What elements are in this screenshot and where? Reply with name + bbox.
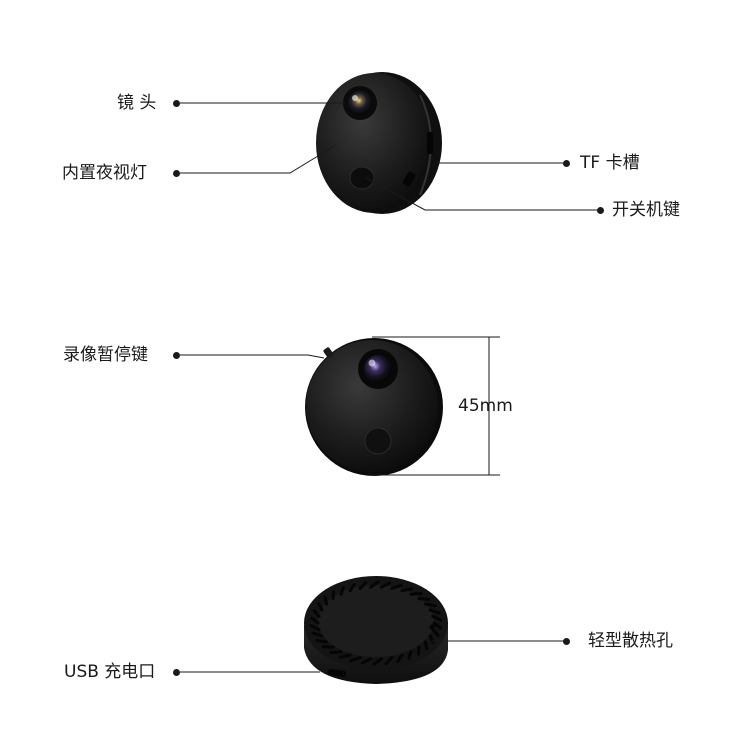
label-usb-port: USB 充电口 xyxy=(64,662,156,682)
usb-port-shape xyxy=(327,669,347,677)
vent-slit xyxy=(331,590,336,601)
label-power-key: 开关机键 xyxy=(612,200,680,220)
vent-slit xyxy=(339,586,345,596)
vent-slit xyxy=(372,657,383,666)
vent-slit xyxy=(428,608,441,615)
device-back-view xyxy=(304,576,448,684)
vent-slit xyxy=(315,638,329,644)
vent-slit xyxy=(400,587,414,593)
label-dimension: 45mm xyxy=(458,396,513,416)
callout-dot-record-key xyxy=(173,352,180,359)
vent-slit xyxy=(312,609,321,618)
vent-slit xyxy=(323,595,329,606)
vent-slit xyxy=(358,581,368,590)
tf-slot-shape xyxy=(427,132,433,154)
label-night-light: 内置夜视灯 xyxy=(62,163,147,183)
vent-slit xyxy=(311,631,324,638)
callout-dot-tf-slot xyxy=(563,160,570,167)
vent-slit xyxy=(338,653,352,659)
vent-slit xyxy=(417,597,431,601)
vent-slit xyxy=(310,616,320,625)
vent-slit xyxy=(349,656,362,663)
vent-slit xyxy=(396,653,404,664)
label-lens: 镜 头 xyxy=(117,93,157,113)
label-vents: 轻型散热孔 xyxy=(588,631,673,651)
vent-slit xyxy=(360,657,373,665)
vent-slit xyxy=(416,645,421,656)
label-tf-slot: TF 卡槽 xyxy=(580,153,640,173)
leader-lines xyxy=(180,102,600,673)
vent-slit xyxy=(423,602,437,608)
callout-dot-vents xyxy=(563,638,570,645)
vent-slit xyxy=(309,624,321,632)
vent-slit xyxy=(409,592,423,596)
vent-slit xyxy=(321,645,335,649)
vent-slit xyxy=(423,640,429,651)
vent-slit xyxy=(431,614,443,622)
vent-slit xyxy=(384,656,394,665)
power-button-shape xyxy=(349,166,375,190)
callout-dot-lens xyxy=(173,100,180,107)
vent-slit xyxy=(369,580,380,589)
label-record-key: 录像暂停键 xyxy=(63,345,148,365)
vent-slit xyxy=(348,582,356,593)
vent-slit xyxy=(431,628,440,637)
callout-dot-usb-port xyxy=(173,669,180,676)
vent-slit xyxy=(317,602,324,612)
vent-slit xyxy=(407,650,413,660)
device-front-view xyxy=(305,338,443,476)
vent-slit xyxy=(432,621,442,630)
callout-dot-power-key xyxy=(597,207,604,214)
device-angled-view xyxy=(316,72,442,214)
lens-glass xyxy=(348,91,372,115)
vent-slit xyxy=(329,650,343,654)
vent-slit xyxy=(390,583,403,590)
vent-slit xyxy=(379,581,392,589)
callout-dot-night-light xyxy=(173,170,180,177)
